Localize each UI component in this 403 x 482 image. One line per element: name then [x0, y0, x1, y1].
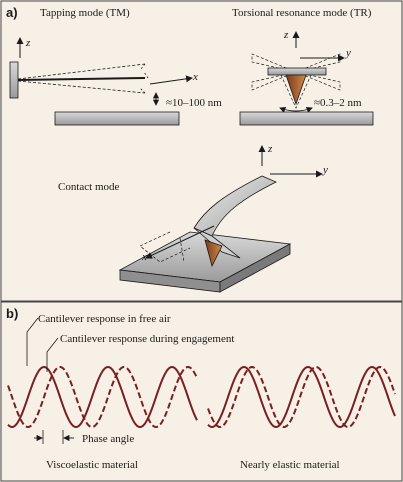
tapping-holder — [9, 61, 19, 99]
contact-x-label: x — [141, 251, 147, 263]
torsional-sample — [239, 111, 374, 126]
tapping-mode-title: Tapping mode (TM) — [40, 7, 130, 19]
panel-a-border — [0, 0, 403, 302]
tapping-cantilever-down — [17, 80, 146, 94]
engagement-leader — [46, 337, 59, 372]
torsional-tip — [285, 74, 307, 106]
torsional-cantilever — [267, 67, 327, 76]
panel-a-label: a) — [6, 5, 18, 20]
tapping-cantilever — [17, 77, 146, 81]
torsional-mode-title: Torsional resonance mode (TR) — [232, 7, 372, 19]
contact-x-axis — [145, 225, 215, 259]
torsional-z-label: z — [283, 29, 289, 41]
tapping-x-axis — [149, 75, 193, 85]
tapping-z-label: z — [25, 37, 31, 49]
torsional-range: ≈0.3–2 nm — [314, 97, 362, 109]
contact-tip — [204, 239, 223, 268]
free-air-wave — [7, 365, 396, 429]
panel-b-border — [0, 301, 403, 482]
tapping-sample — [54, 111, 180, 126]
wave-group — [7, 365, 396, 429]
viscoelastic-label: Viscoelastic material — [46, 459, 138, 471]
tapping-range: ≈10–100 nm — [166, 97, 222, 109]
contact-mode-title: Contact mode — [58, 181, 120, 193]
free-air-leader — [26, 317, 39, 366]
contact-z-label: z — [267, 143, 273, 155]
phase-angle-label: Phase angle — [82, 433, 134, 445]
torsional-y-label: y — [345, 47, 351, 59]
tapping-mode-diagram: Tapping mode (TM) z x ≈10–100 nm — [9, 7, 222, 126]
tapping-cantilever-up — [17, 63, 146, 80]
tapping-x-label: x — [192, 71, 198, 83]
contact-cantilever — [193, 175, 277, 237]
engagement-wave — [7, 365, 396, 429]
contact-mode-diagram: Contact mode z y x — [58, 143, 328, 293]
free-air-label: Cantilever response in free air — [38, 313, 171, 325]
panel-b-label: b) — [6, 306, 18, 321]
engagement-label: Cantilever response during engagement — [60, 333, 234, 345]
contact-y-label: y — [322, 164, 328, 176]
torsional-mode-diagram: Torsional resonance mode (TR) z y ≈0.3–2… — [232, 7, 374, 126]
nearly-elastic-label: Nearly elastic material — [240, 459, 340, 471]
